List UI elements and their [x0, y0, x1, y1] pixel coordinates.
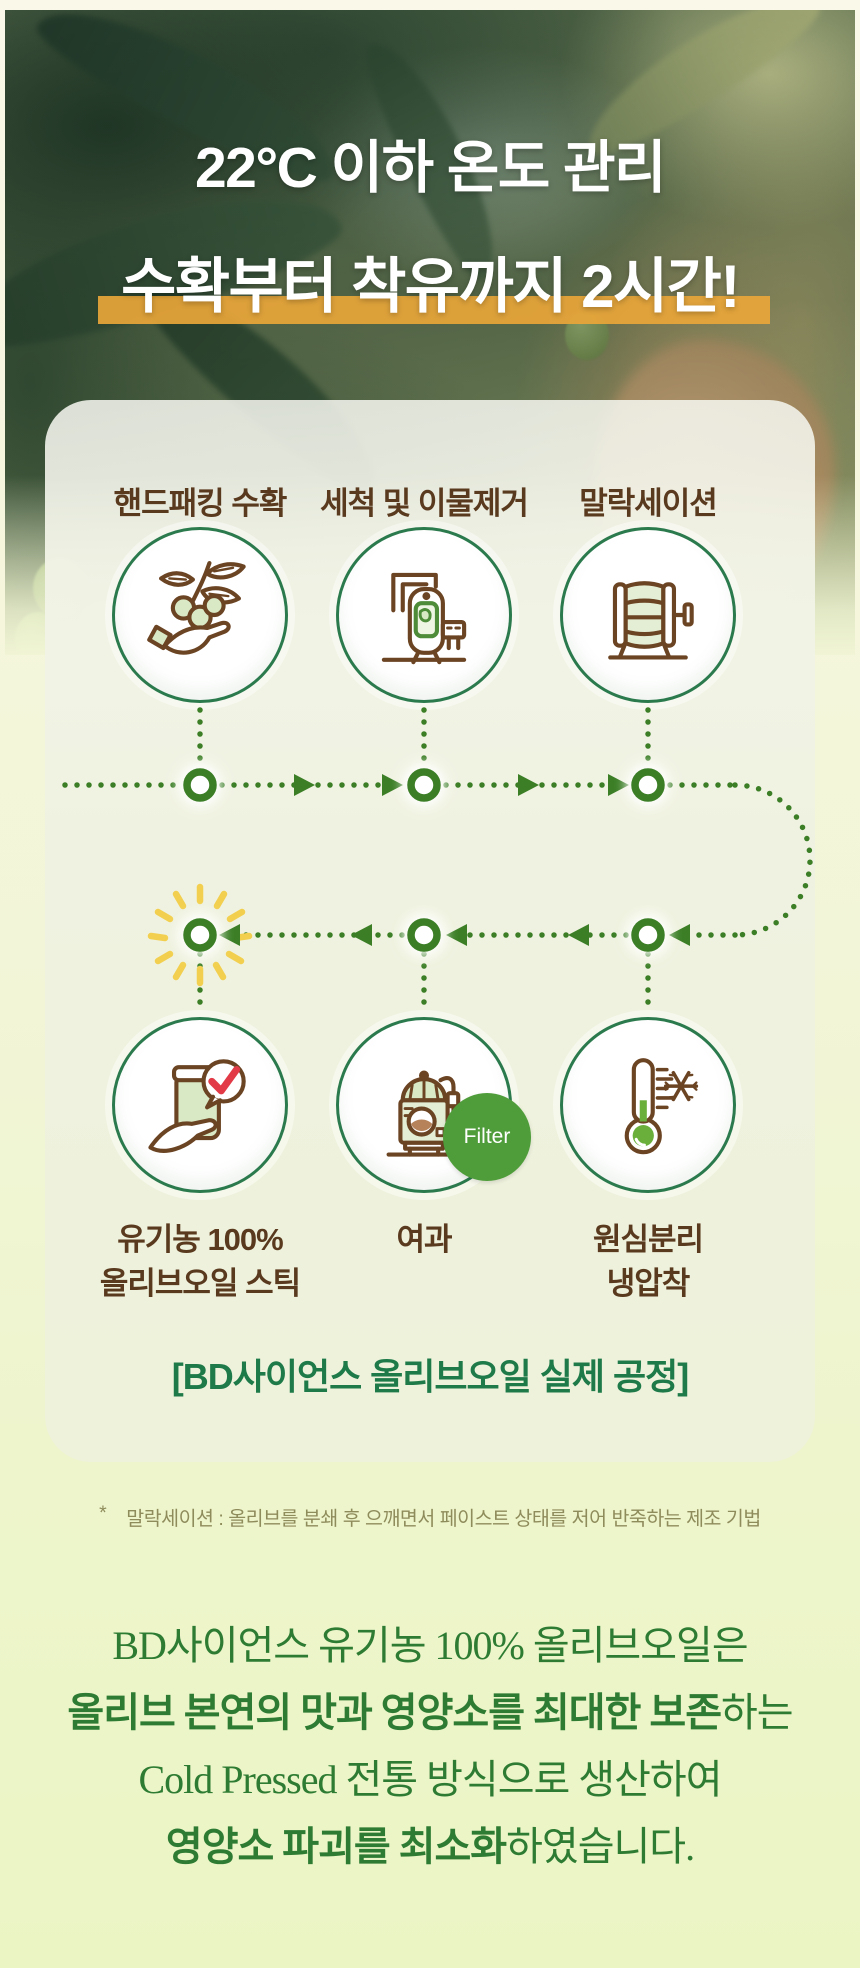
step-label-filtration: 여과 — [396, 1222, 452, 1257]
flow-arrow-right — [294, 774, 629, 796]
process-card: 핸드패킹 수확 세척 및 이물제거 말락세이션 — [45, 400, 815, 1462]
malaxation-barrel-icon — [608, 581, 694, 660]
description-line4: 영양소 파괴를 최소화하였습니다. — [165, 1824, 695, 1869]
flow-node — [178, 763, 670, 957]
footnote-text: 말락세이션 : 올리브를 분쇄 후 으깨면서 페이스트 상태를 저어 반죽하는 … — [126, 1508, 761, 1530]
step-label-oil-stick: 유기농 100% 올리브오일 스틱 — [99, 1222, 301, 1301]
step-circle-oil-stick — [112, 1017, 288, 1193]
hero-title-line2: 수확부터 착유까지 2시간! — [121, 253, 740, 320]
step-circle-malaxation — [560, 527, 736, 703]
filter-badge: Filter — [443, 1093, 531, 1181]
flow-arrow-left — [219, 924, 690, 946]
description-line3: Cold Pressed 전통 방식으로 생산하여 — [138, 1757, 723, 1802]
step-circle-cold-press — [560, 1017, 736, 1193]
olive-branch-hand-icon — [147, 561, 246, 655]
hero-title-line1: 22°C 이하 온도 관리 — [194, 136, 667, 200]
product-description: BD사이언스 유기농 100% 올리브오일은 올리브 본연의 맛과 영양소를 최… — [0, 1612, 860, 1880]
title-highlight-bar — [98, 296, 770, 324]
thermometer-snowflake-icon — [624, 1058, 699, 1155]
description-line2: 올리브 본연의 맛과 영양소를 최대한 보존하는 — [67, 1690, 793, 1735]
footnote-asterisk: * — [99, 1502, 107, 1524]
description-line1: BD사이언스 유기농 100% 올리브오일은 — [112, 1623, 748, 1668]
process-flow-arrows — [62, 707, 813, 1017]
pouch-check-icon — [148, 1059, 246, 1153]
footnote: * 말락세이션 : 올리브를 분쇄 후 으깨면서 페이스트 상태를 저어 반죽하… — [0, 1502, 860, 1531]
step-label-cold-press: 원심분리 냉압착 — [592, 1222, 704, 1301]
step-circle-harvest — [112, 527, 288, 703]
washing-tank-icon — [381, 572, 467, 665]
process-caption: [BD사이언스 올리브오일 실제 공정] — [171, 1356, 690, 1397]
sun-rays — [147, 883, 253, 987]
step-circle-washing — [336, 527, 512, 703]
step-label-malaxation: 말락세이션 — [579, 486, 718, 521]
step-label-washing: 세척 및 이물제거 — [320, 486, 529, 521]
step-label-harvest: 핸드패킹 수확 — [113, 486, 288, 521]
